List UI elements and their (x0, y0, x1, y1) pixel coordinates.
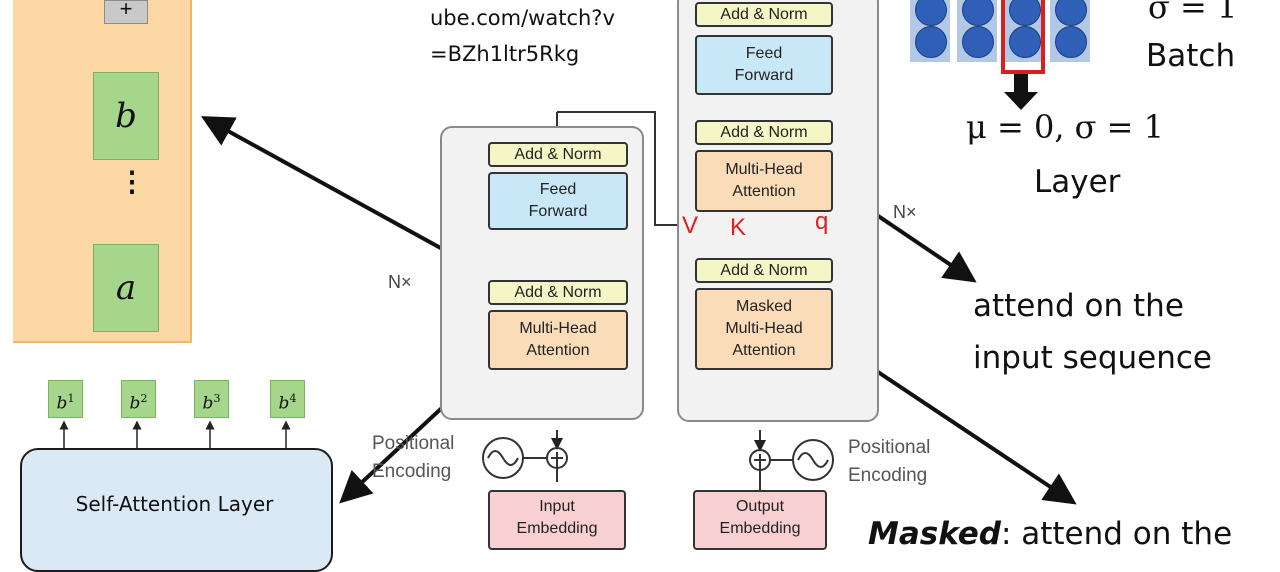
batch-column-3 (1004, 0, 1046, 62)
batch-down-arrow (1004, 74, 1038, 110)
output-b1: b1 (48, 380, 83, 418)
residual-plus-box: + (104, 0, 148, 24)
decoder-add-norm-bottom: Add & Norm (695, 258, 833, 283)
batch-dot (915, 0, 947, 26)
decoder-cross-attention: Multi-Head Attention (695, 150, 833, 212)
residual-ellipsis: ⋮ (118, 166, 146, 197)
decoder-masked-attention: Masked Multi-Head Attention (695, 288, 833, 370)
cross-attention-note: attend on the input sequence (973, 280, 1212, 384)
output-embedding: Output Embedding (693, 490, 827, 550)
decoder-positional-label: Positional Encoding (848, 434, 930, 490)
encoder-pe-line1: Positional (372, 433, 455, 454)
batch-dot (1009, 0, 1041, 26)
layer-label: Layer (1034, 164, 1121, 200)
encoder-stack (440, 126, 644, 420)
batch-dot (962, 0, 994, 26)
batch-label: Batch (1146, 38, 1236, 74)
encoder-attn-line2: Attention (526, 342, 590, 359)
batch-column-2 (957, 0, 999, 62)
self-attention-label: Self-Attention Layer (75, 492, 274, 516)
cross-input-v: V (682, 212, 699, 239)
output-b4: b4 (270, 380, 305, 418)
masked-note-bold: Masked (868, 516, 1001, 552)
output-emb-line1: Output (735, 498, 785, 515)
encoder-attn-line1: Multi-Head (519, 320, 597, 337)
positional-encoding-symbols (482, 437, 834, 481)
decoder-cross-line2: Attention (732, 183, 796, 200)
decoder-feed-forward: Feed Forward (695, 35, 833, 95)
encoder-add-norm-top: Add & Norm (488, 142, 628, 167)
batch-dot (1055, 26, 1087, 58)
encoder-pe-line2: Encoding (372, 461, 452, 482)
decoder-masked-line1: Masked (735, 298, 793, 315)
input-emb-line2: Embedding (516, 520, 598, 537)
decoder-pe-line1: Positional (848, 437, 931, 458)
encoder-positional-label: Positional Encoding (372, 430, 454, 486)
decoder-repeat-label: N× (893, 202, 917, 222)
video-url-line1: ube.com/watch?v (430, 6, 615, 30)
batch-column-1 (910, 0, 952, 62)
residual-box-b: b (93, 72, 159, 160)
encoder-feed-forward: Feed Forward (488, 172, 628, 230)
batch-column-4 (1050, 0, 1092, 62)
cross-note-line1: attend on the (973, 288, 1184, 324)
decoder-add-norm-middle: Add & Norm (695, 120, 833, 145)
output-b2: b2 (121, 380, 156, 418)
output-emb-line2: Embedding (719, 520, 801, 537)
encoder-multi-head-attention: Multi-Head Attention (488, 310, 628, 370)
cross-note-line2: input sequence (973, 340, 1212, 376)
decoder-masked-line2: Multi-Head (725, 320, 803, 337)
masked-note: Masked: attend on the (868, 516, 1232, 552)
layer-formula: μ = 0, σ = 1 (966, 108, 1165, 146)
residual-box-a: a (93, 244, 159, 332)
decoder-masked-line3: Attention (732, 342, 796, 359)
video-url[interactable]: ube.com/watch?v =BZh1ltr5Rkg (430, 0, 615, 72)
self-attention-output-arrows (59, 420, 291, 448)
encoder-repeat-label: N× (388, 272, 412, 292)
decoder-add-norm-top: Add & Norm (695, 2, 833, 27)
batch-dot (1009, 26, 1041, 58)
decoder-cross-line1: Multi-Head (725, 161, 803, 178)
video-url-line2: =BZh1ltr5Rkg (430, 42, 580, 66)
encoder-ff-line2: Forward (528, 203, 588, 220)
output-b3: b3 (194, 380, 229, 418)
batch-dot (1055, 0, 1087, 26)
encoder-ff-line1: Feed (539, 181, 577, 198)
decoder-pe-line2: Encoding (848, 465, 928, 486)
masked-note-rest: : attend on the (1000, 516, 1233, 552)
batch-dot (915, 26, 947, 58)
decoder-ff-line1: Feed (745, 45, 783, 62)
input-embedding: Input Embedding (488, 490, 626, 550)
cross-input-k: K (730, 214, 747, 241)
input-emb-line1: Input (539, 498, 575, 515)
encoder-add-norm-bottom: Add & Norm (488, 280, 628, 305)
batch-formula: σ = 1 (1148, 0, 1238, 26)
cross-input-q: q (815, 208, 829, 235)
decoder-ff-line2: Forward (734, 67, 794, 84)
highlight-frame (1001, 0, 1045, 74)
batch-dot (962, 26, 994, 58)
